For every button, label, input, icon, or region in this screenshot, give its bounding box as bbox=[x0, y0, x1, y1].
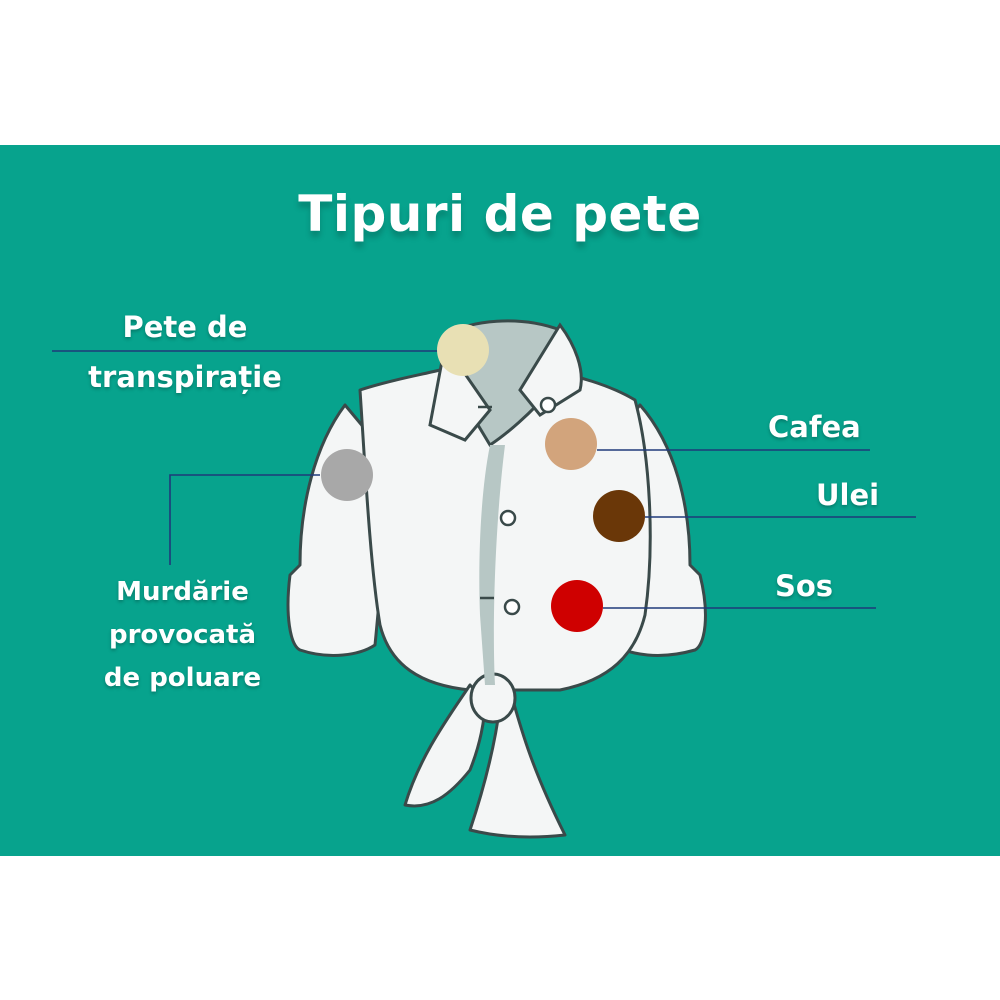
label-dirt: Murdărie provocată de poluare bbox=[60, 571, 305, 700]
stain-sauce bbox=[551, 580, 603, 632]
shirt-illustration bbox=[52, 319, 916, 839]
stain-oil bbox=[593, 490, 645, 542]
button-3 bbox=[503, 598, 521, 616]
diagram-panel: Tipuri de pete bbox=[0, 145, 1000, 856]
leader-dirt bbox=[169, 474, 320, 565]
label-dirt-line3: de poluare bbox=[103, 663, 262, 693]
stain-coffee bbox=[545, 418, 597, 470]
label-sweat: Pete de transpirație bbox=[75, 302, 295, 402]
label-sweat-line1: Pete de bbox=[122, 310, 248, 344]
label-sauce: Sos bbox=[775, 569, 834, 603]
diagram-title: Tipuri de pete bbox=[298, 185, 702, 243]
button-1 bbox=[539, 396, 557, 414]
stain-sweat bbox=[437, 324, 489, 376]
label-coffee: Cafea bbox=[768, 410, 861, 444]
left-tie bbox=[403, 683, 487, 808]
right-tie bbox=[468, 688, 567, 839]
button-2 bbox=[499, 509, 517, 527]
placket-shadow bbox=[479, 445, 505, 685]
label-dirt-line2: provocată bbox=[108, 620, 257, 650]
label-dirt-line1: Murdărie bbox=[116, 577, 249, 607]
label-sweat-line2: transpirație bbox=[88, 360, 282, 394]
label-oil: Ulei bbox=[816, 478, 880, 512]
stain-dirt bbox=[321, 449, 373, 501]
